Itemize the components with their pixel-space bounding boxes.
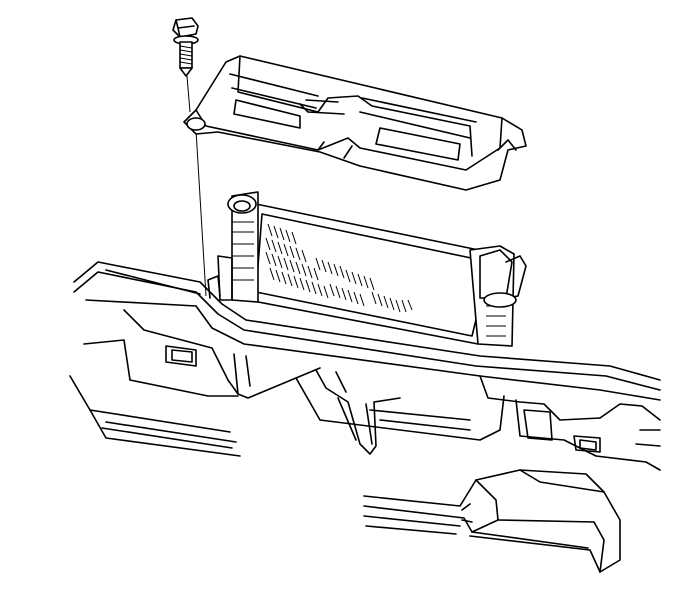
cover — [183, 55, 527, 191]
body-panel — [69, 261, 661, 573]
bolt — [172, 17, 199, 77]
alignment-line — [186, 75, 207, 297]
core-fins — [265, 223, 413, 313]
